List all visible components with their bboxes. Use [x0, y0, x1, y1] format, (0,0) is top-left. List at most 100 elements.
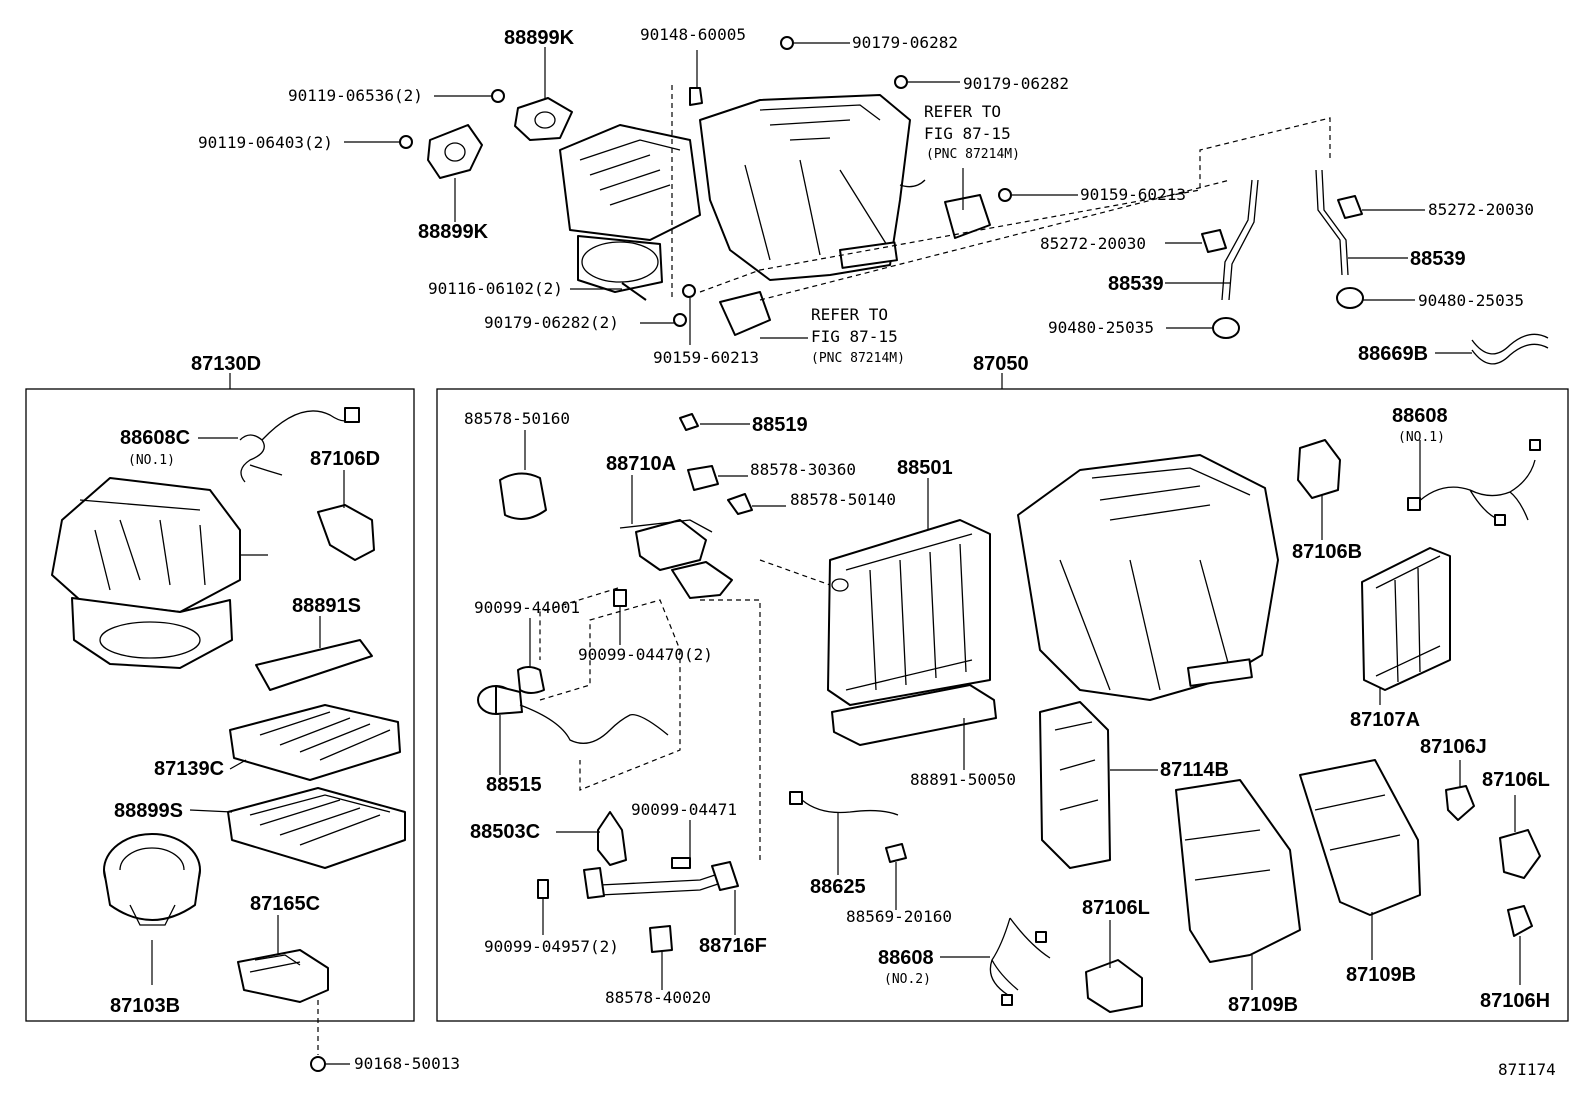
label-88608c-note: (NO.1) — [128, 453, 175, 468]
label-88891s: 88891S — [292, 595, 361, 617]
evaporator-88501 — [827, 519, 991, 706]
group-label-87130d: 87130D — [191, 353, 261, 375]
label-88710a: 88710A — [606, 453, 676, 475]
sensor-88515 — [477, 685, 669, 744]
label-90168-50013: 90168-50013 — [354, 1054, 460, 1073]
label-88539-right: 88539 — [1410, 248, 1466, 270]
cap-88578-30360 — [687, 465, 719, 491]
duct-refer-right — [944, 194, 991, 239]
label-90480-25035-b: 90480-25035 — [1048, 318, 1154, 337]
label-88608-no1-note: (NO.1) — [1398, 430, 1445, 445]
label-87107a: 87107A — [1350, 709, 1420, 731]
label-88578-50160: 88578-50160 — [464, 409, 570, 428]
blower-case — [51, 477, 268, 669]
servo-87106d — [317, 504, 375, 561]
label-85272-20030-a: 85272-20030 — [1428, 200, 1534, 219]
label-88899s: 88899S — [114, 800, 183, 822]
blower-motor-87103b — [103, 833, 201, 926]
label-87106j: 87106J — [1420, 736, 1487, 758]
label-88716f: 88716F — [699, 935, 767, 957]
label-87109b-b: 87109B — [1346, 964, 1416, 986]
filter-frame-88899s — [227, 787, 406, 869]
label-90099-04957: 90099-04957(2) — [484, 937, 619, 956]
screw-90159-a — [998, 188, 1012, 202]
label-90119-06536: 90119-06536(2) — [288, 86, 423, 105]
hvac-unit-top — [559, 94, 926, 293]
connector-85272-a — [1337, 195, 1363, 219]
label-88578-30360: 88578-30360 — [750, 460, 856, 479]
label-90116-06102: 90116-06102(2) — [428, 279, 563, 298]
hvac-case-87050 — [1017, 454, 1279, 701]
refer-to-bottom-1: REFER TO — [811, 305, 888, 324]
servo-87106l-b — [1499, 829, 1541, 879]
label-88515: 88515 — [486, 774, 542, 796]
label-87106b: 87106B — [1292, 541, 1362, 563]
label-88578-40020: 88578-40020 — [605, 988, 711, 1007]
clip-88519 — [679, 413, 699, 431]
resistor-87165c — [237, 949, 329, 1003]
label-88899k-left: 88899K — [418, 221, 489, 243]
gasket-88899k-top — [514, 97, 573, 141]
clip-90148-60005 — [689, 87, 703, 106]
cover-88891-50050 — [831, 684, 997, 746]
duct-refer-bottom — [719, 291, 771, 336]
cap-88578-40020 — [649, 925, 673, 953]
cap-88578-50160 — [499, 472, 547, 520]
hose-88539-a — [1221, 179, 1259, 301]
servo-87106h — [1507, 905, 1533, 937]
refer-to-top-1: REFER TO — [924, 102, 1001, 121]
label-90119-06403: 90119-06403(2) — [198, 133, 333, 152]
label-88608c: 88608C — [120, 427, 190, 449]
label-90179-06282-a: 90179-06282 — [852, 33, 958, 52]
wire-88608-no1 — [1414, 459, 1536, 521]
duct-87114b — [1039, 701, 1111, 869]
label-88608-no1: 88608 — [1392, 405, 1448, 427]
hose-88669b — [1471, 343, 1549, 365]
label-90179-06282-c: 90179-06282(2) — [484, 313, 619, 332]
label-90099-04471: 90099-04471 — [631, 800, 737, 819]
label-88569-20160: 88569-20160 — [846, 907, 952, 926]
wire-88608c — [239, 410, 351, 483]
nut-90179-c — [673, 313, 687, 327]
screw-90116 — [621, 282, 647, 301]
nut-90179-b — [894, 75, 908, 89]
label-88625: 88625 — [810, 876, 866, 898]
wire-88608-no2 — [989, 917, 1051, 996]
label-88899k-top: 88899K — [504, 27, 575, 49]
duct-87109b-b — [1299, 759, 1421, 916]
expansion-valve-88710a — [619, 519, 733, 599]
grommet-90480-b — [1336, 287, 1364, 309]
grommet-90480-a — [1212, 317, 1240, 339]
label-88891-50050: 88891-50050 — [910, 770, 1016, 789]
bolt-90099-04470 — [613, 589, 627, 607]
label-88503c: 88503C — [470, 821, 540, 843]
screw-90159-b — [682, 284, 696, 298]
connector-85272-b — [1201, 229, 1227, 253]
servo-87106b — [1297, 439, 1341, 499]
label-88608-no2-note: (NO.2) — [884, 972, 931, 987]
label-90159-60213-a: 90159-60213 — [1080, 185, 1186, 204]
screw-90119-06403 — [399, 135, 413, 149]
filter-cover-88891s — [255, 639, 373, 691]
label-88501: 88501 — [897, 457, 953, 479]
label-87106d: 87106D — [310, 448, 380, 470]
servo-87106l-a — [1085, 959, 1143, 1013]
group-label-87050: 87050 — [973, 353, 1029, 375]
label-88608-no2: 88608 — [878, 947, 934, 969]
hose-88539-b — [1315, 169, 1349, 276]
label-90099-04470: 90099-04470(2) — [578, 645, 713, 664]
pipe-88716f — [589, 869, 731, 896]
cap-88578-50140 — [727, 493, 753, 515]
screw-90168-50013 — [310, 1056, 326, 1072]
label-87106h: 87106H — [1480, 990, 1550, 1012]
duct-87109b-a — [1175, 779, 1301, 963]
label-88578-50140: 88578-50140 — [790, 490, 896, 509]
cap-90099-44001 — [517, 666, 545, 694]
bolt-90099-04471 — [671, 857, 691, 869]
servo-87106j — [1445, 785, 1475, 821]
refer-to-bottom-3: (PNC 87214M) — [811, 351, 905, 366]
left-assembly-frame — [25, 388, 415, 1022]
label-90480-25035-a: 90480-25035 — [1418, 291, 1524, 310]
diagram-id: 87I174 — [1498, 1060, 1556, 1079]
